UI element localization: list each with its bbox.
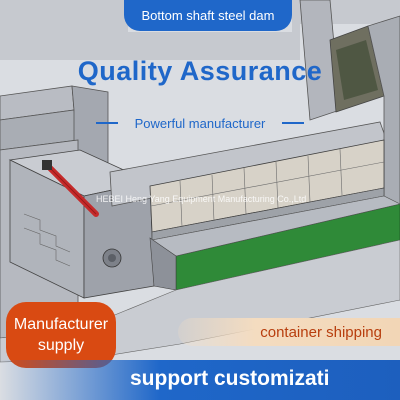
product-title: Bottom shaft steel dam <box>141 8 275 23</box>
product-title-badge: Bottom shaft steel dam <box>124 0 292 31</box>
company-watermark: HEBEI Heng Yang Equipment Manufacturing … <box>96 194 307 204</box>
container-shipping-banner: container shipping <box>178 318 400 346</box>
customization-text: support customizati <box>130 367 330 390</box>
subline-rule-right <box>282 122 304 124</box>
container-shipping-text: container shipping <box>260 323 382 341</box>
manufacturer-badge-line1: Manufacturer <box>13 316 109 333</box>
subline-text: Powerful manufacturer <box>134 115 266 131</box>
subline-rule-left <box>96 122 118 124</box>
manufacturer-supply-badge: Manufacturer supply <box>6 302 116 368</box>
headline: Quality Assurance <box>77 56 323 86</box>
customization-banner: support customizati <box>0 360 400 400</box>
manufacturer-badge-line2: supply <box>37 337 85 354</box>
subline: Powerful manufacturer <box>96 114 304 132</box>
